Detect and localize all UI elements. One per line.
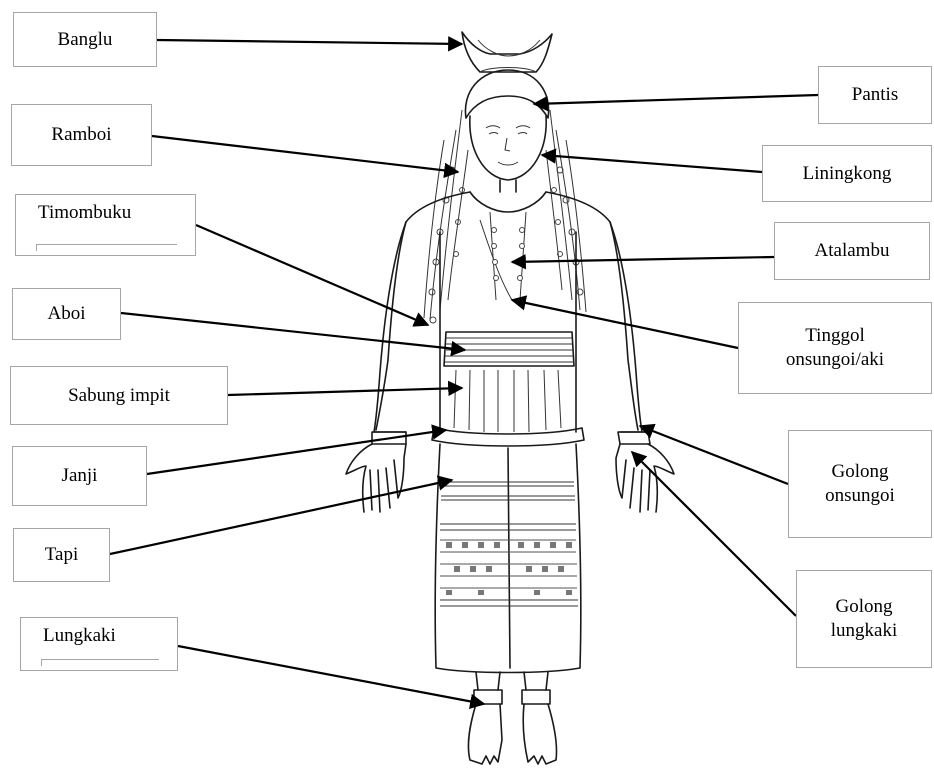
label-sabung-impit-text: Sabung impit — [68, 384, 170, 408]
costume-figure-illustration — [346, 32, 674, 764]
pantis-headband — [465, 70, 548, 118]
label-aboi-text: Aboi — [48, 302, 86, 326]
label-atalambu-text: Atalambu — [815, 239, 890, 263]
label-atalambu: Atalambu — [774, 222, 930, 280]
label-banglu-text: Banglu — [58, 28, 113, 52]
arrow-sabung-impit — [228, 388, 462, 395]
label-tinggol-onsungoi-aki: Tinggol onsungoi/aki — [738, 302, 932, 394]
label-banglu: Banglu — [13, 12, 157, 67]
label-lungkaki-text: Lungkaki — [43, 624, 116, 648]
arrow-pantis — [534, 95, 818, 104]
blouse — [376, 192, 638, 430]
janji-hem — [432, 428, 584, 446]
arrow-liningkong — [542, 155, 762, 172]
label-sabung-impit: Sabung impit — [10, 366, 228, 425]
arrow-lungkaki — [178, 646, 484, 704]
label-ramboi: Ramboi — [11, 104, 152, 166]
left-foot — [468, 704, 502, 764]
arrow-tinggol — [512, 300, 738, 348]
face — [470, 116, 546, 180]
label-liningkong-text: Liningkong — [803, 162, 892, 186]
arrow-banglu — [157, 40, 462, 44]
label-tapi: Tapi — [13, 528, 110, 582]
label-golong-onsungoi-text: Golong onsungoi — [825, 460, 895, 508]
arrow-janji — [147, 430, 446, 474]
label-golong-onsungoi: Golong onsungoi — [788, 430, 932, 538]
label-aboi: Aboi — [12, 288, 121, 340]
label-ramboi-text: Ramboi — [51, 123, 111, 147]
arrow-timombuku — [196, 225, 428, 325]
label-lungkaki: Lungkaki — [20, 617, 178, 671]
label-golong-lungkaki: Golong lungkaki — [796, 570, 932, 668]
lungkaki-anklets — [474, 690, 550, 704]
label-tinggol-onsungoi-aki-text: Tinggol onsungoi/aki — [786, 324, 884, 372]
label-liningkong: Liningkong — [762, 145, 932, 202]
label-janji-text: Janji — [62, 464, 98, 488]
right-foot — [523, 704, 556, 764]
label-tapi-text: Tapi — [45, 543, 79, 567]
label-timombuku: Timombuku — [15, 194, 196, 256]
arrow-tapi — [110, 480, 452, 554]
label-golong-lungkaki-text: Golong lungkaki — [831, 595, 898, 643]
sabung-impit-blouse — [454, 370, 561, 432]
right-hand — [616, 444, 674, 512]
atalambu-necklace — [480, 212, 526, 300]
tapi-skirt — [435, 444, 581, 673]
arrow-ramboi — [152, 136, 458, 172]
label-pantis: Pantis — [818, 66, 932, 124]
banglu-headpiece — [462, 32, 552, 72]
label-pantis-text: Pantis — [852, 83, 898, 107]
ramboi-beaded-strands — [424, 110, 586, 320]
label-janji: Janji — [12, 446, 147, 506]
label-timombuku-text: Timombuku — [38, 201, 131, 225]
arrow-atalambu — [512, 257, 774, 262]
